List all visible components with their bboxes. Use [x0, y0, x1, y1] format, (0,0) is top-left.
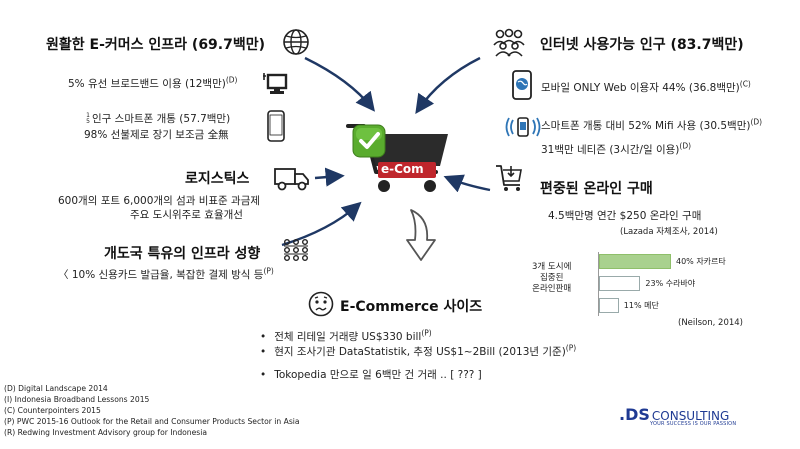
- purchase-line1: 4.5백만명 연간 $250 온라인 구매: [548, 210, 702, 222]
- globe-icon: [283, 29, 309, 55]
- internet-title: 인터넷 사용가능 인구 (83.7백만): [540, 37, 744, 53]
- footnote-p: (P) PWC 2015-16 Outlook for the Retail a…: [4, 417, 300, 426]
- bar-label-2: 23% 수라바야: [645, 279, 696, 288]
- logistics-title: 로지스틱스: [185, 171, 250, 187]
- purchase-line1-note: (Lazada 자체조사, 2014): [620, 227, 718, 237]
- chart-axis-line: [598, 252, 599, 316]
- bar-label-3: 11% 메단: [623, 301, 659, 310]
- internet-line2: 스마트폰 개통 대비 52% Mifi 사용 (30.5백만)(D): [541, 117, 763, 132]
- monitor-icon: [263, 73, 288, 94]
- confused-face-icon: [308, 291, 334, 317]
- bar-3: [599, 298, 619, 313]
- footnote-c: (C) Counterpointers 2015: [4, 406, 101, 415]
- logo-tagline: YOUR SUCCESS IS OUR PASSION: [650, 421, 737, 427]
- footnote-i: (I) Indonesia Broadband Lessons 2015: [4, 395, 150, 404]
- size-bullet-3: •Tokopedia 만으로 일 6백만 건 거래 .. [ ??? ]: [260, 369, 482, 381]
- arrow-infra: [304, 56, 375, 112]
- smartphone-icon: [267, 110, 285, 142]
- chart-source-note: (Neilson, 2014): [678, 318, 743, 328]
- arrow-logistics: [314, 167, 345, 187]
- truck-icon: [274, 168, 309, 191]
- people-icon: [493, 28, 525, 57]
- infra-line1: 5% 유선 브로드밴드 이용 (12백만)(D): [68, 75, 238, 90]
- checkmark-icon: [352, 124, 386, 158]
- wifi-device-icon: [505, 117, 541, 137]
- size-bullet-2: •현지 조사기관 DataStatistik, 추정 US$1~2Bill (2…: [260, 343, 577, 358]
- arrow-internet: [415, 56, 481, 114]
- logo-mark: .DS: [619, 405, 650, 424]
- shopping-cart-icon: [496, 165, 522, 191]
- arrow-developing: [281, 201, 362, 247]
- logistics-line2: 주요 도시위주로 효율개선: [130, 209, 243, 221]
- footnote-r: (R) Redwing Investment Advisory group fo…: [4, 428, 207, 437]
- cart-label: e-Com: [381, 162, 424, 176]
- developing-line1: 〈 10% 신용카드 발급율, 복잡한 결제 방식 등(P): [58, 266, 274, 281]
- logo-name: CONSULTING: [651, 409, 730, 423]
- down-arrow-icon: [406, 209, 436, 261]
- mobile-globe-icon: [512, 70, 532, 100]
- chart-side-label: 3개 도시에 집중된 온라인판매: [532, 262, 572, 294]
- logistics-line1: 600개의 포트 6,000개의 섬과 비표준 과금제: [58, 195, 261, 207]
- internet-line3: 31백만 네티즌 (3시간/일 이용)(D): [541, 141, 692, 156]
- network-grid-icon: [284, 239, 309, 262]
- size-title: E-Commerce 사이즈: [340, 299, 483, 315]
- bar-1: [599, 254, 671, 269]
- infra-line3: 98% 선불제로 장기 보조금 全無: [84, 129, 229, 141]
- city-sales-bar-chart: 40% 자카르타 23% 수라바야 11% 메단: [598, 252, 788, 318]
- infra-title: 원활한 E-커머스 인프라 (69.7백만): [46, 37, 266, 53]
- bar-label-1: 40% 자카르타: [676, 257, 726, 266]
- developing-title: 개도국 특유의 인프라 성향: [104, 246, 261, 262]
- arrow-purchase: [443, 174, 491, 193]
- footnote-d: (D) Digital Landscape 2014: [4, 384, 108, 393]
- size-bullet-1: •전체 리테일 거래량 US$330 bill(P): [260, 328, 432, 343]
- internet-line1: 모바일 ONLY Web 이용자 44% (36.8백만)(C): [541, 79, 751, 94]
- bar-2: [599, 276, 641, 291]
- purchase-title: 편중된 온라인 구매: [540, 181, 653, 197]
